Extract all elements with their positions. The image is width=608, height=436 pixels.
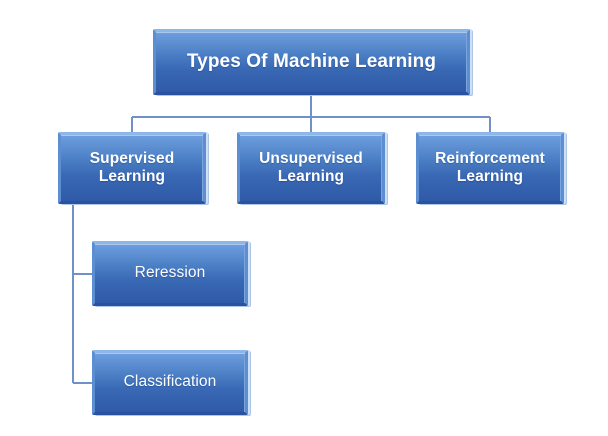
node-label: Reression [134,264,206,282]
node-label-line2: Learning [456,168,524,185]
node-label-line2: Learning [277,168,345,185]
node-label: Classification [123,373,217,391]
node-label-line1: Supervised [89,149,175,167]
node-label-line2: Learning [98,168,166,185]
node-classification[interactable]: Classification [92,350,248,415]
node-label: Types Of Machine Learning [186,50,437,72]
node-types-of-machine-learning[interactable]: Types Of Machine Learning [153,29,470,95]
node-label-line1: Reinforcement [435,149,545,167]
node-regression[interactable]: Reression [92,241,248,306]
node-label-line1: Unsupervised [259,149,363,167]
